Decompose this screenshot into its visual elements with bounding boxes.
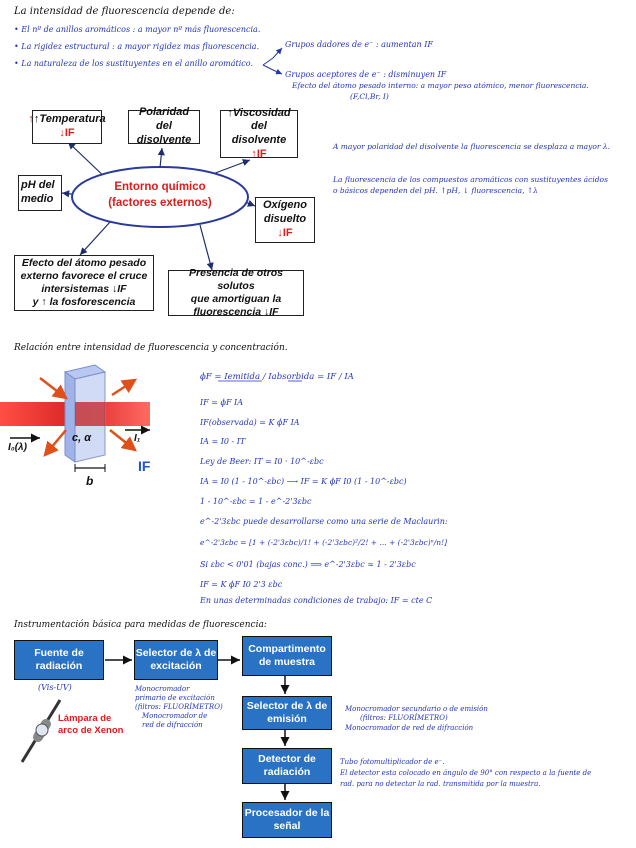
box-oxigeno: Oxígeno disuelto ↓IF (255, 197, 315, 243)
box-polaridad: Polaridad del disolvente (128, 106, 200, 146)
box-compartimento-muestra: Compartimento de muestra (242, 636, 332, 676)
box-procesador-senal: Procesador de la señal (242, 802, 332, 838)
bullet-rings: • El nº de anillos aromáticos : a mayor … (14, 25, 261, 34)
eq-maclaurin-series: e^-2'3εbc = [1 + (-2'3εbc)/1! + (-2'3εbc… (200, 538, 448, 547)
box-ph: pH del medio (18, 175, 62, 211)
heavy-atom-note: Efecto del átomo pesado interno: a mayor… (292, 81, 589, 90)
box-fuente-radiacion: Fuente de radiación (14, 640, 104, 680)
eq-beer: Ley de Beer: IT = I0 · 10^-εbc (200, 457, 324, 466)
label-if: IF (138, 458, 151, 474)
eq-ia-expanded: IA = I0 (1 - 10^-εbc) ⟶ IF = K ϕF I0 (1 … (200, 477, 407, 486)
note-polarity: A mayor polaridad del disolvente la fluo… (333, 142, 610, 151)
xenon-lamp-label: Lámpara de arco de Xenon (58, 713, 124, 737)
note-ph-line1: La fluorescencia de los compuestos aromá… (333, 175, 608, 184)
section3-heading: Instrumentación básica para medidas de f… (14, 620, 267, 630)
bullet-substituents: • La naturaleza de los sustituyentes en … (14, 59, 253, 68)
eq-if-observed: IF(observada) = K ϕF IA (200, 418, 300, 427)
eq-if-constant: En unas determinadas condiciones de trab… (200, 596, 433, 605)
exc-note-2: primario de excitación (135, 694, 215, 702)
det-note-2: El detector esta colocado en ángulo de 9… (340, 769, 592, 777)
eq-maclaurin-intro: e^-2'3εbc puede desarrollarse como una s… (200, 517, 448, 526)
exc-note-4: Monocromador de (142, 712, 208, 720)
box-viscosidad: ↑Viscosidad del disolvente ↑IF (220, 107, 298, 160)
donor-groups: Grupos dadores de e⁻ : aumentan IF (285, 40, 433, 49)
note-ph-line2: o básicos dependen del pH. ↑pH, ↓ fluore… (333, 186, 538, 195)
eq-if-linear: IF = K ϕF I0 2'3 εbc (200, 580, 283, 589)
acceptor-groups: Grupos aceptores de e⁻ : disminuyen IF (285, 70, 447, 79)
entorno-label: Entorno químico (factores externos) (108, 181, 212, 209)
eq-ia: IA = I0 - IT (200, 437, 246, 446)
em-note-3: Monocromador de red de difracción (345, 724, 474, 732)
det-note-3: rad. para no detectar la rad. transmitid… (340, 780, 541, 788)
box-detector-radiacion: Detector de radiación (242, 748, 332, 784)
exc-note-1: Monocromador (135, 685, 190, 693)
section2-heading: Relación entre intensidad de fluorescenc… (14, 343, 288, 353)
eq-quantum-yield: ϕF = Iemitida / Iabsorbida = IF / IA (200, 372, 354, 382)
xenon-lamp-illustration (20, 699, 62, 763)
em-note-2: (filtros: FLUORÍMETRO) (360, 714, 448, 722)
exc-note-3: (filtros: FLUORÍMETRO) (135, 703, 223, 711)
em-note-1: Monocromador secundario o de emisión (345, 705, 488, 713)
box-selector-emision: Selector de λ de emisión (242, 696, 332, 730)
eq-exp-conversion: 1 - 10^-εbc = 1 - e^-2'3εbc (200, 497, 312, 506)
vis-uv-label: (Vis-UV) (38, 683, 72, 692)
box-atomo-pesado: Efecto del átomo pesado externo favorece… (14, 255, 154, 311)
brace-arrow-down (262, 64, 283, 75)
heavy-atom-list: (F,Cl,Br, I) (350, 92, 389, 101)
eq-low-concentration: Si εbc < 0'01 (bajas conc.) ⟹ e^-2'3εbc … (200, 560, 416, 569)
box-temperatura: ↑↑Temperatura ↓IF (28, 110, 106, 144)
label-i1: I₁ (134, 433, 141, 444)
label-b: b (86, 474, 94, 488)
box-solutos: Presencia de otros solutos que amortigua… (168, 267, 304, 318)
brace-arrow-up (262, 47, 283, 66)
label-i0: I₀(λ) (8, 442, 27, 453)
bullet-rigidity: • La rigidez estructural : a mayor rigid… (14, 42, 260, 51)
box-selector-excitacion: Selector de λ de excitación (134, 640, 218, 680)
entorno-ellipse (71, 166, 249, 228)
eq-if-phi: IF = ϕF IA (200, 398, 243, 407)
label-c-alpha: c, α (72, 432, 92, 444)
exc-note-5: red de difracción (142, 721, 203, 729)
det-note-1: Tubo fotomultiplicador de e⁻. (340, 758, 445, 766)
section1-heading: La intensidad de fluorescencia depende d… (14, 6, 235, 17)
